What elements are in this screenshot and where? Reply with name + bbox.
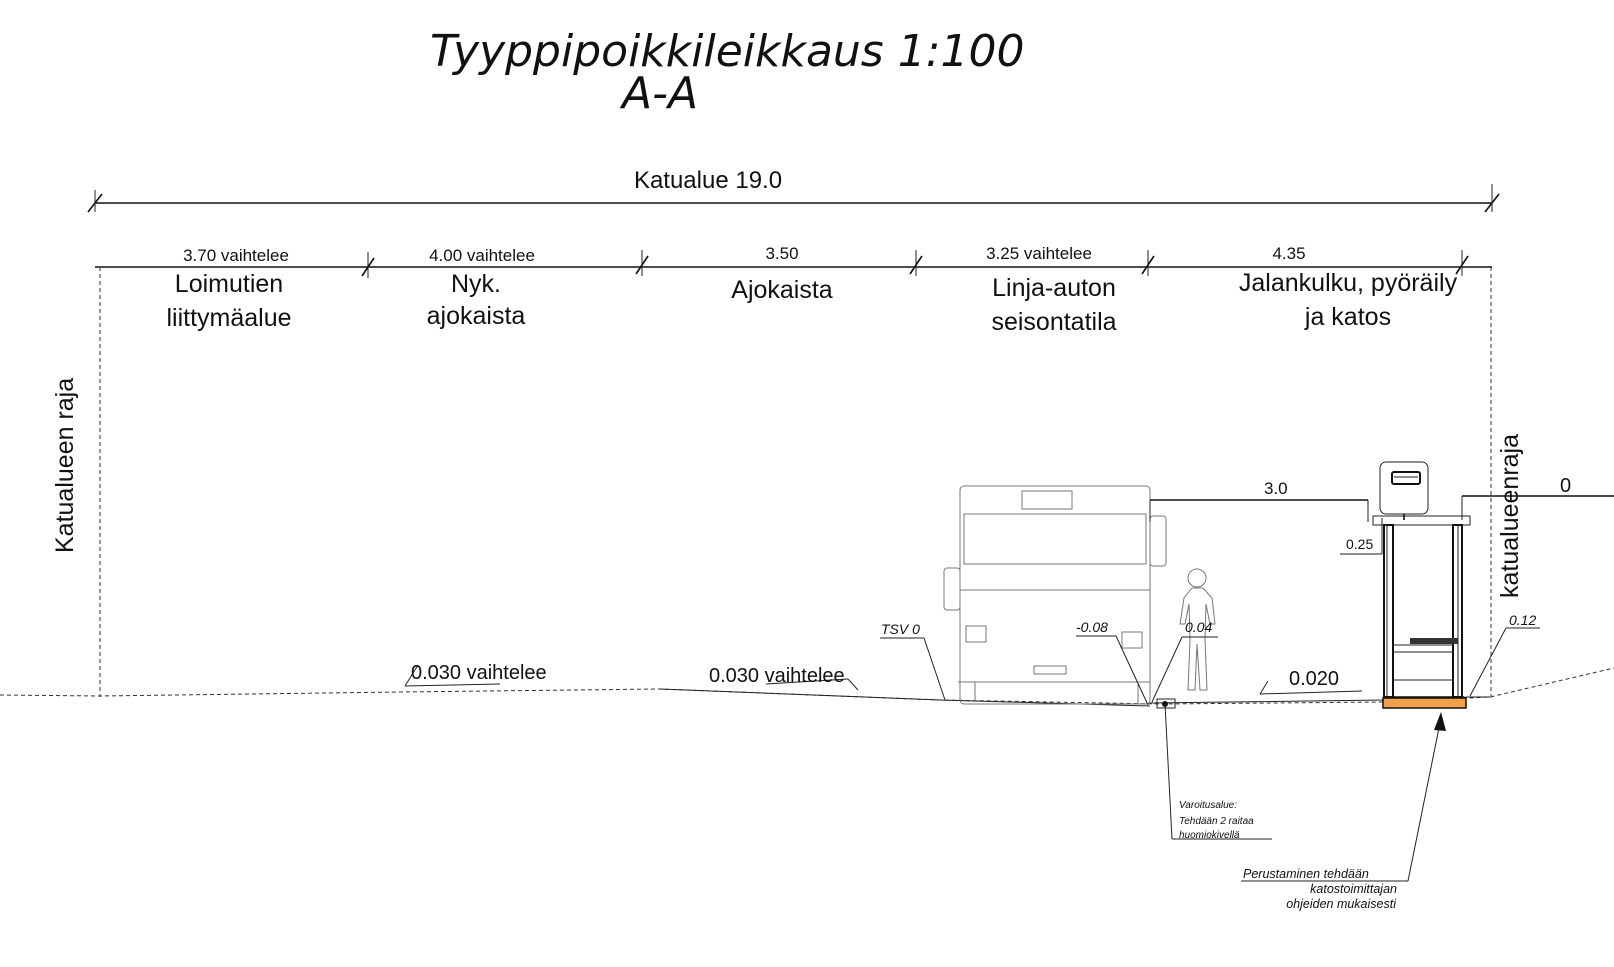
slope-marker-1 — [404, 664, 501, 687]
zone-3-label-line1: Ajokaista — [731, 276, 833, 304]
warning-note-line2: Tehdään 2 raitaa — [1179, 816, 1254, 827]
zone-4-label-line2: seisontatila — [991, 308, 1116, 336]
slope-label-2: 0.030 vaihtelee — [709, 665, 845, 687]
zone-2-width: 4.00 vaihtelee — [429, 246, 535, 265]
tsv-level-marker — [880, 637, 946, 701]
shelter-foundation — [1382, 697, 1467, 709]
overhang-dimension — [1340, 518, 1383, 555]
curb-stone — [1156, 698, 1176, 709]
zone-1-label-line1: Loimutien — [175, 270, 283, 298]
curb-level-marker — [1076, 635, 1149, 706]
pedestrian-figure — [1179, 568, 1216, 691]
foundation-note-line2: katostoimittajan — [1310, 882, 1397, 896]
walk-level-marker — [1151, 636, 1218, 703]
zone-dimension-line — [95, 250, 1492, 278]
zone-2-label-line1: Nyk. — [451, 270, 501, 298]
overhang-label: 0.25 — [1346, 536, 1373, 552]
right-boundary-cut-label: 0 — [1560, 475, 1571, 497]
foundation-note-line1: Perustaminen tehdään — [1243, 867, 1369, 881]
tsv-level-label: TSV 0 — [881, 621, 920, 637]
section-id: A-A — [619, 68, 698, 119]
zone-5-label-line1: Jalankulku, pyöräily — [1239, 269, 1458, 297]
bus-illustration — [943, 485, 1167, 705]
zone-2-label-line2: ajokaista — [427, 302, 526, 330]
warning-note-line3: huomiokivellä — [1179, 830, 1240, 841]
foundation-note-leader — [1241, 712, 1446, 882]
right-boundary-label: katualueenraja — [1496, 434, 1524, 598]
zone-4-label-line1: Linja-auton — [992, 274, 1116, 302]
drawing-title: Tyyppipoikkileikkaus 1:100 — [430, 26, 1025, 77]
zone-1-label-line2: liittymäalue — [166, 304, 291, 332]
warning-note-title: Varoitusalue: — [1179, 800, 1237, 811]
edge-level-marker — [1469, 627, 1540, 697]
curb-level-label: -0.08 — [1076, 619, 1108, 635]
slope-marker-3 — [1259, 680, 1363, 695]
road-surface-line — [659, 688, 1151, 707]
foundation-note-line3: ohjeiden mukaisesti — [1286, 897, 1397, 911]
zone-4-width: 3.25 vaihtelee — [986, 244, 1092, 263]
walk-level-label: 0.04 — [1185, 619, 1212, 635]
slope-marker-2 — [765, 678, 859, 691]
zone-1-width: 3.70 vaihtelee — [183, 246, 289, 265]
zone-3-width: 3.50 — [765, 244, 798, 263]
left-boundary-label: Katualueen raja — [51, 378, 79, 553]
clearance-label: 3.0 — [1264, 479, 1288, 498]
slope-label-3: 0.020 — [1289, 668, 1339, 690]
slope-label-1: 0.030 vaihtelee — [411, 662, 547, 684]
zone-5-width: 4.35 — [1272, 244, 1305, 263]
bus-shelter — [1372, 461, 1471, 698]
overall-dimension-line — [87, 184, 1500, 213]
warning-note-leader — [1164, 703, 1272, 840]
overall-dimension-label: Katualue 19.0 — [634, 167, 782, 194]
zone-5-label-line2: ja katos — [1304, 303, 1391, 331]
edge-level-label: 0.12 — [1509, 612, 1536, 628]
